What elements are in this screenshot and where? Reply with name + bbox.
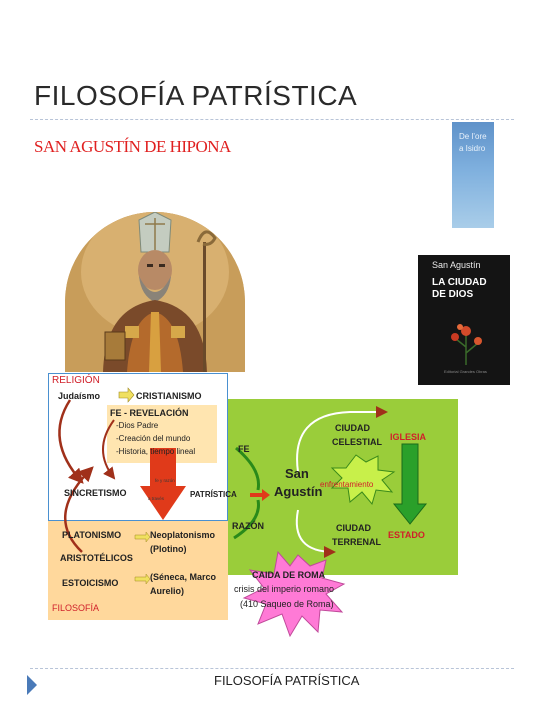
label-san: San [285,466,309,481]
label-patristica: PATRÍSTICA [190,490,237,499]
label-cristianismo: CRISTIANISMO [136,391,202,401]
label-iglesia: IGLESIA [390,432,427,442]
tiny-label-1: fe y razón [155,478,175,483]
la-ciudad-de-dios-book: San Agustín LA CIUDAD DE DIOS Editorial … [418,255,510,385]
label-plotino: (Plotino) [150,544,187,554]
label-neoplatonismo: Neoplatonismo [150,530,216,540]
label-aristotelicos: ARISTOTÉLICOS [60,553,133,563]
page-title: FILOSOFÍA PATRÍSTICA [34,80,358,111]
label-ciudad-celestial-1: CIUDAD [335,423,370,433]
philosophy-panel [48,516,228,620]
label-sincretismo: SINCRETISMO [64,488,127,498]
mini-book-line2: a Isidro [459,144,486,153]
bullet-chevron-icon [27,675,37,695]
label-razon: RAZÓN [232,521,264,531]
book-author: San Agustín [432,260,481,270]
fe-item-creacion: -Creación del mundo [116,434,191,443]
tiny-label-2: a través [148,496,165,501]
book-title-line2: DE DIOS [432,289,474,300]
label-seneca: (Séneca, Marco [150,572,217,582]
book-publisher: Editorial Grandes Obras [444,369,487,374]
label-filosofia: FILOSOFÍA [52,603,100,613]
label-religion: RELIGIÓN [52,375,100,386]
book-title-line1: LA CIUDAD [432,277,487,288]
footer-divider [30,668,514,669]
title-divider [30,119,514,120]
label-celestial: CELESTIAL [332,437,383,447]
footer-text: FILOSOFÍA PATRÍSTICA [214,673,360,688]
fe-item-historia: -Historia, tiempo lineal [116,447,196,456]
label-ciudad-terrenal-1: CIUDAD [336,523,371,533]
label-estoicismo: ESTOICISMO [62,578,119,588]
label-platonismo: PLATONISMO [62,530,122,540]
page-subtitle: SAN AGUSTÍN DE HIPONA [34,137,231,156]
label-crisis-imperio: crisis del imperio romano [234,584,335,594]
label-caida-de-roma: CAIDA DE ROMA [252,570,326,580]
label-fe: FE [238,444,250,454]
label-aurelio: Aurelio) [150,586,185,596]
label-saqueo-roma: (410 Saqueo de Roma) [240,599,334,609]
fe-item-dios-padre: -Dios Padre [116,421,159,430]
label-agustin: Agustín [274,484,323,499]
flower-illustration [451,324,482,365]
mini-book-image: De l’ore a Isidro [452,122,494,228]
saint-augustine-portrait [65,212,245,372]
label-terrenal: TERRENAL [332,537,381,547]
label-estado: ESTADO [388,530,425,540]
mini-book-line1: De l’ore [459,132,487,141]
label-judaismo: Judaísmo [58,391,101,401]
book-title: LA CIUDAD DE DIOS [432,277,487,301]
label-fe-revelacion: FE - REVELACIÓN [110,408,189,418]
label-enfrentamiento: enfrentamiento [320,480,374,489]
